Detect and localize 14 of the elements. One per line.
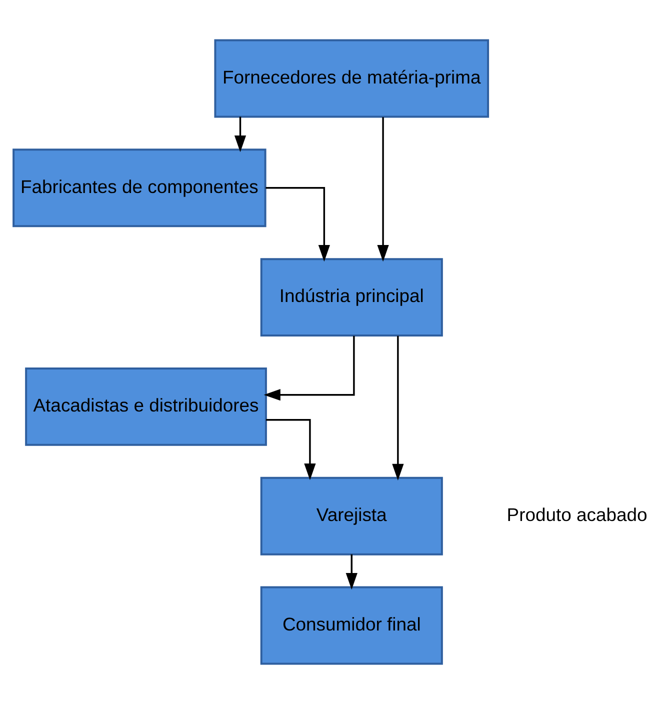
node-box: Indústria principal — [260, 258, 443, 337]
arrow — [377, 117, 389, 262]
arrow — [234, 116, 246, 152]
node-box: Varejista — [260, 476, 443, 556]
node-box: Atacadistas e distribuidores — [25, 367, 267, 446]
node-box: Consumidor final — [260, 586, 443, 665]
arrow — [346, 554, 358, 590]
node-box: Fornecedores de matéria-prima — [214, 39, 490, 118]
arrow — [266, 187, 330, 262]
label: Produto acabado — [506, 504, 648, 525]
arrow — [264, 336, 355, 401]
node-box: Fabricantes de componentes — [12, 148, 266, 228]
arrow — [392, 336, 404, 480]
arrow — [266, 419, 316, 480]
